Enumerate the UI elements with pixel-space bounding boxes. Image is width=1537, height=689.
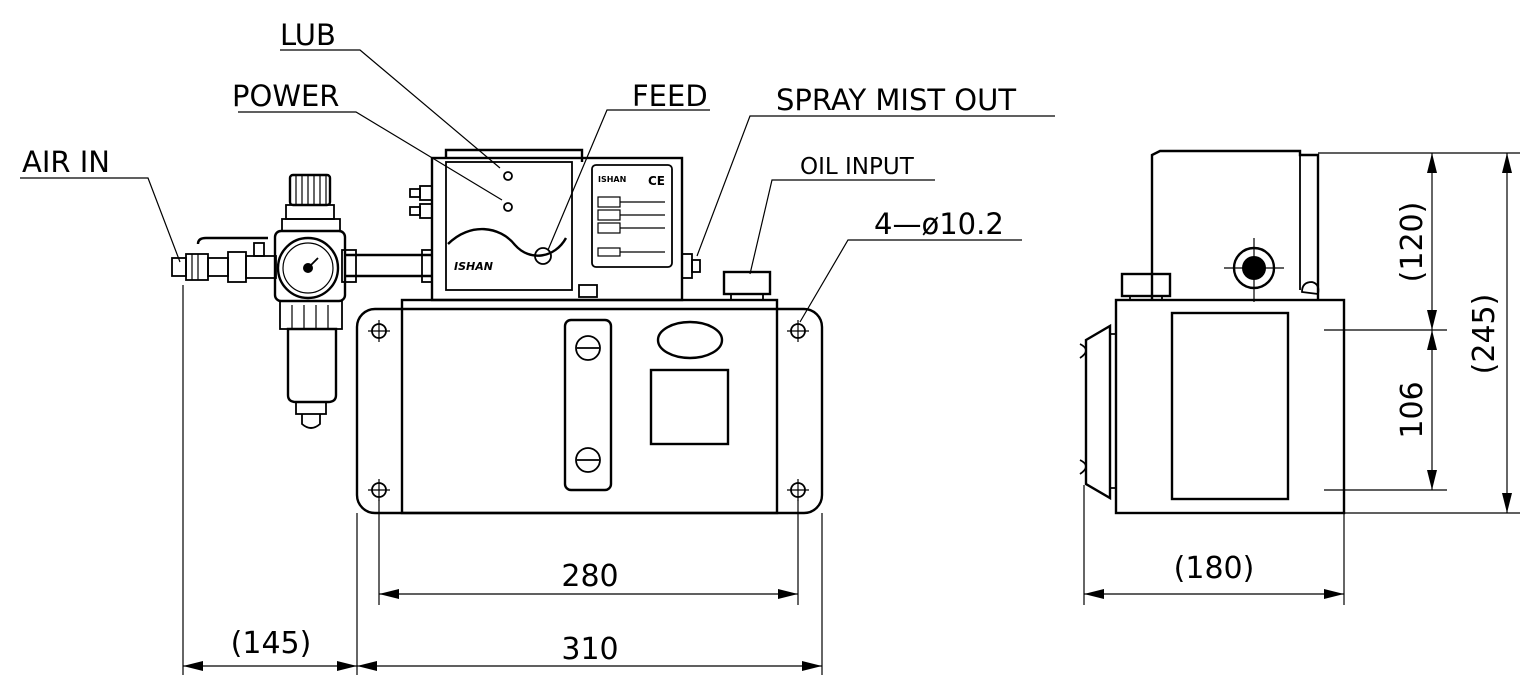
side-mount-bracket	[1079, 323, 1117, 501]
ball-valve-handle	[196, 236, 268, 245]
side-window	[1170, 311, 1290, 501]
front-panel	[445, 161, 573, 291]
dimension-values: 280 310 (145) (180) (120) 106 (245)	[231, 202, 1502, 667]
side-view	[1079, 149, 1346, 515]
label-mount-holes: 4—ø10.2	[874, 207, 1004, 241]
dim-120-text: (120)	[1395, 202, 1430, 283]
air-inlet-assembly	[171, 236, 277, 283]
info-label-plate	[591, 164, 673, 268]
side-control-box	[1150, 149, 1320, 300]
feed-button	[534, 247, 552, 265]
bottom-fitting	[578, 284, 598, 298]
dim-180-text: (180)	[1174, 551, 1255, 586]
side-spray-fitting	[1301, 281, 1320, 295]
info-plate-logo: ISHAN	[598, 175, 626, 184]
mounting-holes	[368, 320, 809, 501]
leader-lines	[20, 49, 1055, 323]
dim-280-text: 280	[561, 559, 618, 594]
cable-glands	[409, 185, 433, 219]
panel-brand-logo: ISHAN	[454, 260, 493, 273]
label-spray-mist-out: SPRAY MIST OUT	[776, 83, 1016, 117]
lub-indicator-light	[503, 171, 513, 181]
dim-310-text: 310	[561, 632, 618, 667]
filter-regulator	[273, 173, 347, 429]
control-box-lid	[444, 148, 584, 162]
label-air-in: AIR IN	[22, 145, 110, 179]
oil-input-cap	[722, 270, 772, 301]
dim-106-text: 106	[1395, 381, 1430, 438]
panel-wave-decoration	[447, 227, 568, 257]
label-feed: FEED	[632, 79, 708, 113]
control-box	[430, 156, 684, 302]
side-reservoir	[1114, 298, 1346, 515]
filter-bowl	[286, 327, 338, 404]
power-indicator-light	[503, 202, 513, 212]
nameplate-square	[649, 368, 730, 446]
ce-mark: CE	[648, 174, 665, 188]
dim-245-text: (245)	[1467, 294, 1502, 375]
front-view: ISHAN ISHAN CE	[171, 148, 824, 515]
dimension-lines	[182, 152, 1520, 675]
reservoir-tank	[400, 298, 779, 515]
base-flange-plate	[355, 307, 824, 515]
label-oil-input: OIL INPUT	[800, 154, 915, 180]
callout-labels: LUB POWER FEED SPRAY MIST OUT AIR IN OIL…	[22, 18, 1016, 241]
air-pipe	[344, 253, 432, 278]
label-power: POWER	[232, 79, 339, 113]
pressure-gauge	[276, 236, 340, 300]
label-lub: LUB	[280, 18, 336, 52]
dim-145-text: (145)	[231, 626, 312, 661]
oil-sight-glass	[563, 318, 613, 492]
nameplate-oval	[656, 320, 724, 360]
spray-mist-fitting	[681, 253, 701, 279]
side-oil-cap	[1120, 272, 1172, 298]
